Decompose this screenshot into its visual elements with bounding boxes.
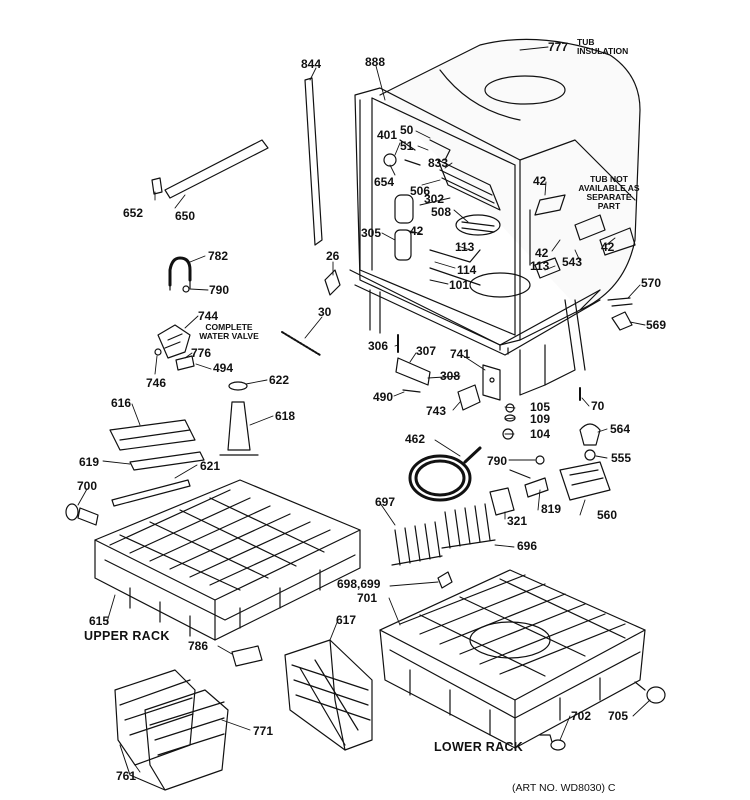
art-number: (ART NO. WD8030) C [512,782,616,794]
note-tub-not-available: TUB NOT AVAILABLE AS SEPARATE PART [578,174,640,211]
part-label-819: 819 [541,502,562,516]
part-label-790-top: 790 [209,283,230,297]
part-label-560: 560 [597,508,618,522]
part-label-308: 308 [440,369,461,383]
part-label-305: 305 [361,226,382,240]
note-tub-insulation: TUB INSULATION [577,37,629,56]
part-label-564: 564 [610,422,631,436]
part-label-617: 617 [336,613,357,627]
part-label-490: 490 [373,390,394,404]
part-label-702: 702 [571,709,592,723]
part-label-777: 777 [548,40,569,54]
part-label-833: 833 [428,156,449,170]
part-label-494: 494 [213,361,234,375]
caption-lower-rack: LOWER RACK [434,740,524,754]
part-label-744: 744 [198,309,219,323]
part-label-622: 622 [269,373,290,387]
leader-lines [77,46,651,773]
part-label-70: 70 [591,399,605,413]
part-label-652: 652 [123,206,144,220]
part-label-650: 650 [175,209,196,223]
part-label-321: 321 [507,514,528,528]
caption-upper-rack: UPPER RACK [84,629,170,643]
part-label-42-top: 42 [533,174,547,188]
tub-frame [349,87,636,396]
part-label-101: 101 [449,278,470,292]
part-label-619: 619 [79,455,100,469]
part-label-700: 700 [77,479,98,493]
part-label-743: 743 [426,404,447,418]
part-label-113-lower: 113 [530,259,550,273]
part-label-543: 543 [562,255,583,269]
part-label-790-mid: 790 [487,454,508,468]
part-label-462: 462 [405,432,426,446]
part-label-771: 771 [253,724,274,738]
part-label-506: 506 [410,184,431,198]
part-label-508: 508 [431,205,452,219]
part-label-844: 844 [301,57,322,71]
part-label-105: 105 [530,400,551,414]
part-label-696: 696 [517,539,538,553]
part-label-51: 51 [400,139,414,153]
strip-650 [164,139,269,199]
part-label-307: 307 [416,344,437,358]
tub-insulation-shape [379,38,641,311]
part-label-888: 888 [365,55,386,69]
part-label-654: 654 [374,175,395,189]
hose-462 [408,446,482,502]
basket-617 [284,639,373,751]
part-label-306: 306 [368,339,389,353]
part-label-746: 746 [146,376,167,390]
part-label-698-699: 698,699 [337,577,381,591]
part-label-302: 302 [424,192,445,206]
part-label-701: 701 [357,591,378,605]
note-complete-water-valve: COMPLETE WATER VALVE [199,322,259,341]
part-label-42-right: 42 [601,240,615,254]
part-label-776: 776 [191,346,212,360]
part-label-618: 618 [275,409,296,423]
part-label-50: 50 [400,123,414,137]
upper-rack-615 [94,479,361,641]
part-label-786: 786 [188,639,209,653]
part-label-26: 26 [326,249,340,263]
part-label-109: 109 [530,412,551,426]
part-label-615: 615 [89,614,110,628]
part-label-104: 104 [530,427,551,441]
part-label-569: 569 [646,318,667,332]
clip-652 [151,177,163,195]
part-label-697: 697 [375,495,396,509]
part-label-42-lower: 42 [535,246,549,260]
part-label-555: 555 [611,451,632,465]
part-label-705: 705 [608,709,629,723]
baskets-771 [114,669,229,791]
lower-rack-701 [379,569,646,749]
part-label-42-mid: 42 [410,224,424,238]
part-label-113-mid: 113 [455,240,475,254]
door-gasket [304,77,323,246]
part-label-616: 616 [111,396,132,410]
part-label-30: 30 [318,305,332,319]
part-label-621: 621 [200,459,221,473]
part-label-782: 782 [208,249,229,263]
part-label-741: 741 [450,347,471,361]
part-label-761: 761 [116,769,137,783]
part-label-114: 114 [457,263,477,277]
part-label-570: 570 [641,276,662,290]
part-label-401: 401 [377,128,398,142]
